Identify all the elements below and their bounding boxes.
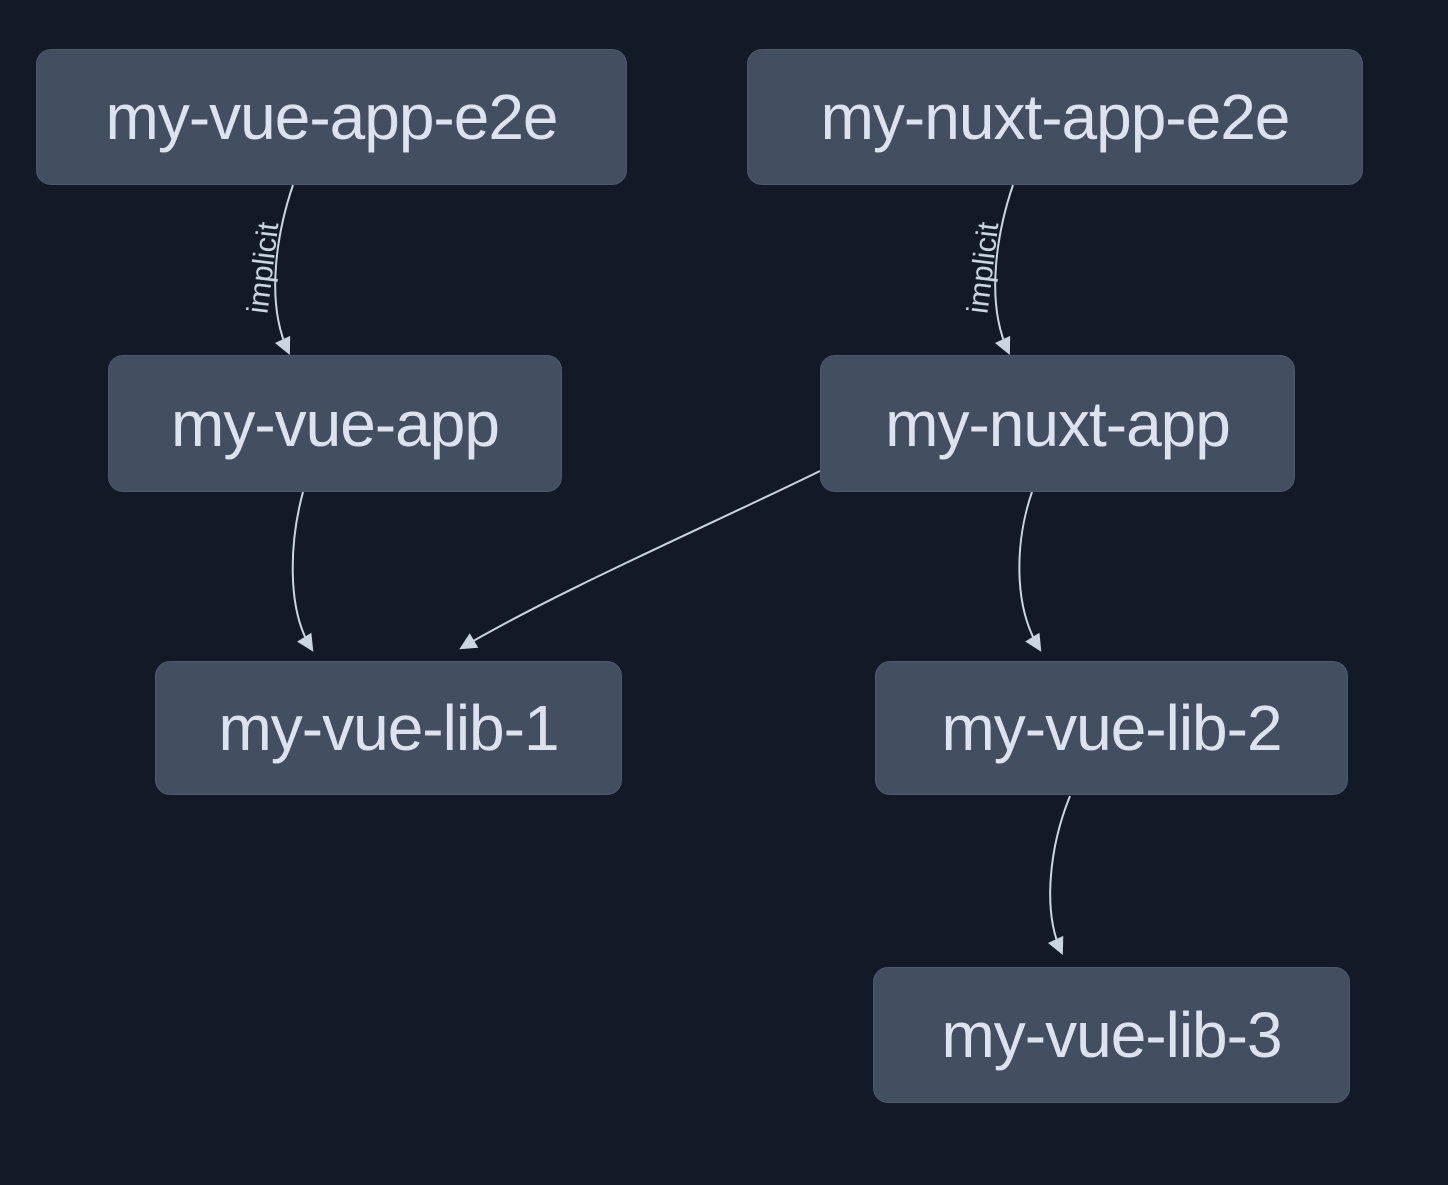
edge-my-nuxt-app-to-my-vue-lib-2[interactable] (1018, 491, 1042, 652)
edge-label-implicit-left: implicit (241, 220, 285, 316)
edge-my-vue-app-to-my-vue-lib-1[interactable] (291, 491, 314, 652)
node-my-vue-app-e2e[interactable]: my-vue-app-e2e (36, 49, 627, 185)
node-my-vue-app[interactable]: my-vue-app (108, 355, 562, 492)
edge-my-vue-app-e2e-to-my-vue-app[interactable] (274, 184, 294, 355)
node-my-vue-lib-1[interactable]: my-vue-lib-1 (155, 661, 622, 795)
node-my-nuxt-app[interactable]: my-nuxt-app (820, 355, 1295, 492)
node-my-nuxt-app-e2e[interactable]: my-nuxt-app-e2e (747, 49, 1363, 185)
edge-my-nuxt-app-e2e-to-my-nuxt-app[interactable] (994, 184, 1014, 355)
edge-label-implicit-right: implicit (961, 220, 1005, 316)
edge-my-vue-lib-2-to-my-vue-lib-3[interactable] (1048, 795, 1071, 955)
node-my-vue-lib-3[interactable]: my-vue-lib-3 (873, 967, 1350, 1103)
node-my-vue-lib-2[interactable]: my-vue-lib-2 (875, 661, 1348, 795)
edge-my-nuxt-app-to-my-vue-lib-1[interactable] (459, 470, 821, 650)
